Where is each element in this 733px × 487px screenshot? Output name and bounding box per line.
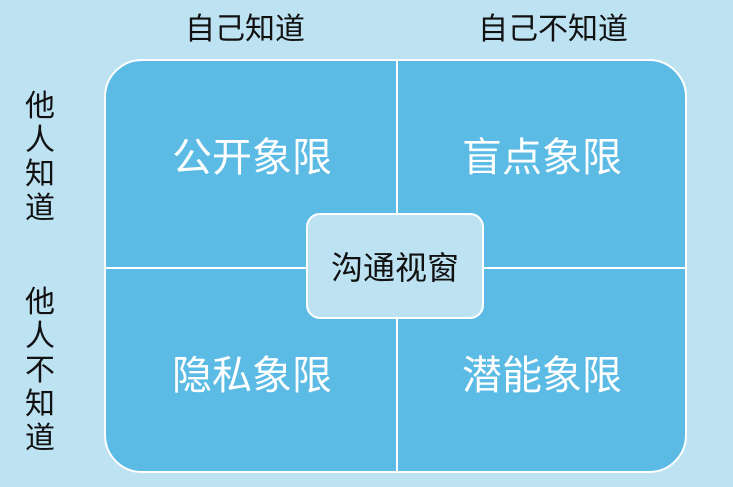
center-label: 沟通视窗: [330, 249, 459, 287]
column-header-self-known: 自己知道: [185, 12, 305, 47]
quadrant-open-label: 公开象限: [172, 135, 332, 181]
center-box: 沟通视窗: [306, 213, 484, 319]
quadrant-blind-label: 盲点象限: [462, 135, 622, 181]
row-header-others-unknown: 他人不知道: [25, 285, 55, 456]
column-header-self-unknown: 自己不知道: [478, 12, 628, 47]
quadrant-potential-label: 潜能象限: [462, 353, 622, 399]
row-header-others-known: 他人知道: [25, 89, 55, 226]
johari-window-grid: 公开象限 盲点象限 隐私象限 潜能象限: [104, 59, 687, 473]
quadrant-hidden-label: 隐私象限: [172, 353, 332, 399]
